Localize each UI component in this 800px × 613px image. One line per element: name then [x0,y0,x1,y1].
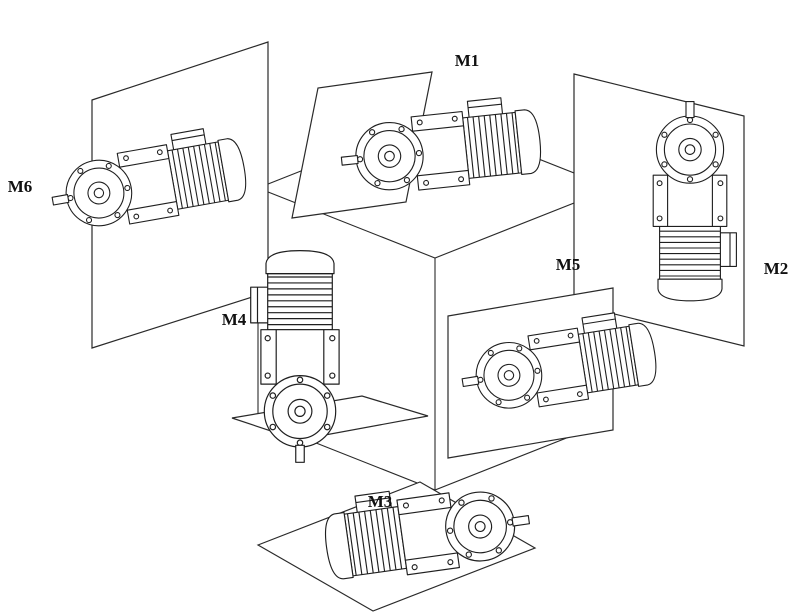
label-m3: M3 [368,492,393,511]
label-m5: M5 [556,255,581,274]
label-m2: M2 [764,259,789,278]
label-m1: M1 [455,51,480,70]
label-m4: M4 [222,310,247,329]
label-m6: M6 [8,177,33,196]
